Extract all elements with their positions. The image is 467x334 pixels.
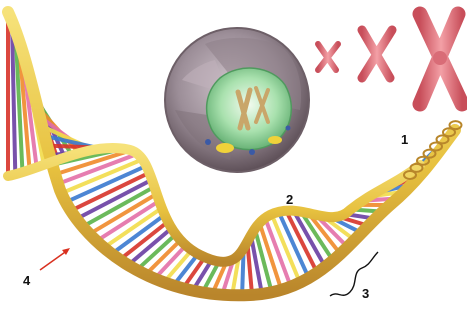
label-4: 4 xyxy=(23,274,30,287)
chromosome-icon xyxy=(420,14,462,104)
base-pair-rung xyxy=(112,215,165,254)
pointer-arrow xyxy=(40,248,70,270)
chromosome-icon xyxy=(362,30,392,78)
chromosome-icon xyxy=(318,44,338,70)
label-2: 2 xyxy=(286,193,293,206)
label-1: 1 xyxy=(401,133,408,146)
coil-icon xyxy=(404,121,462,179)
label-3: 3 xyxy=(362,287,369,300)
